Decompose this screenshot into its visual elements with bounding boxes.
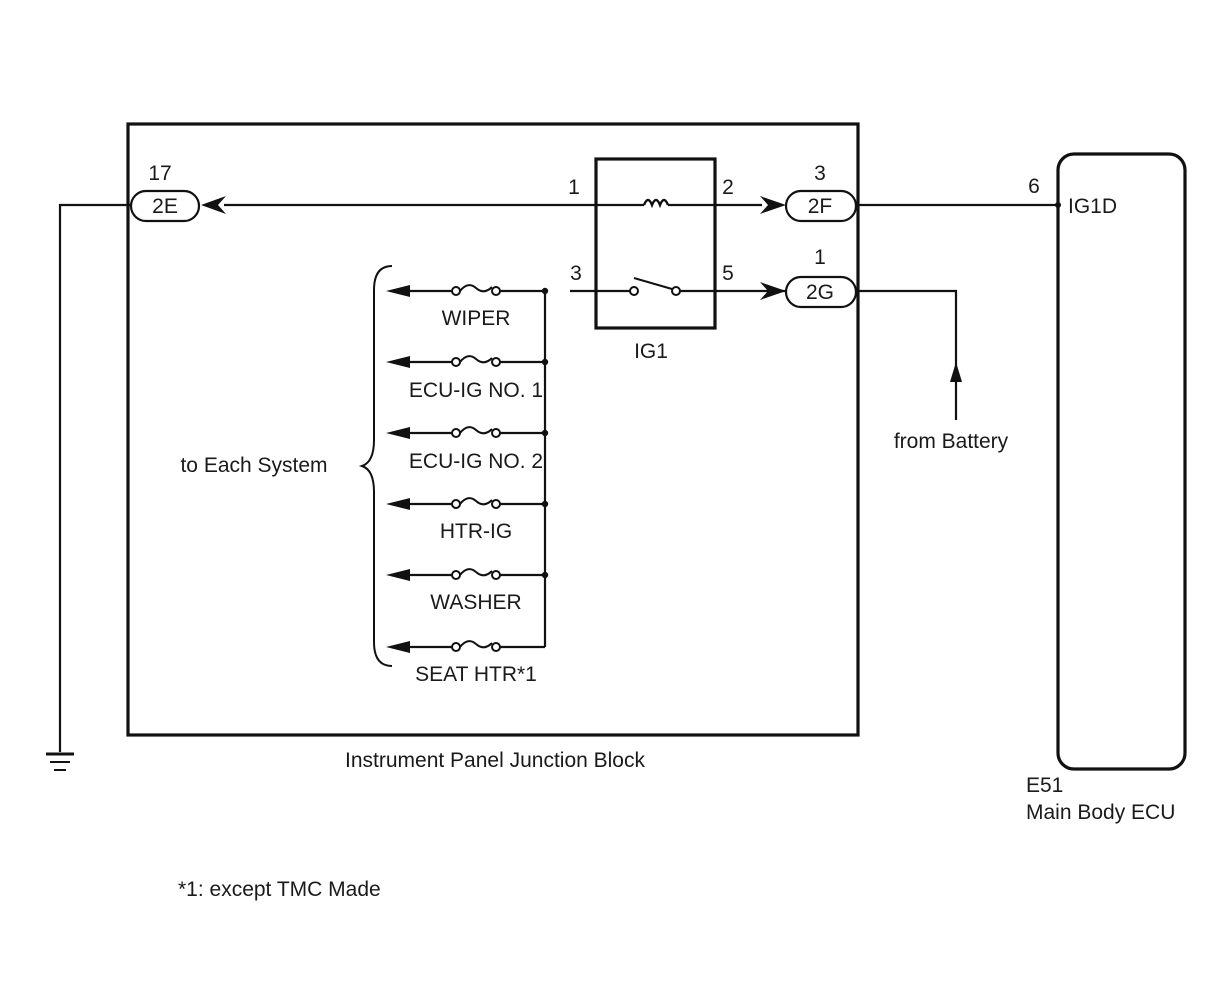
fuse-icon <box>459 426 493 435</box>
connector-2f: 2F 3 <box>760 162 858 223</box>
connector-2g-arrow-icon <box>760 282 786 300</box>
arrow-left-icon <box>386 427 410 439</box>
arrow-left-icon <box>386 498 410 510</box>
junction-dot <box>541 287 549 295</box>
connector-2f-arrow-icon <box>760 196 786 214</box>
relay-name: IG1 <box>634 340 668 363</box>
footnote: *1: except TMC Made <box>178 878 381 901</box>
relay-pin-2: 2 <box>722 176 734 199</box>
fuse-label: ECU-IG NO. 2 <box>409 450 543 473</box>
arrow-left-icon <box>386 356 410 368</box>
connector-2g-label: 2G <box>806 281 834 304</box>
fuse-icon <box>459 640 493 649</box>
relay-pin-1: 1 <box>568 176 580 199</box>
connector-2e-pin: 17 <box>148 162 171 185</box>
junction-dot <box>541 429 549 437</box>
fuse-icon <box>459 568 493 577</box>
fuse-row: SEAT HTR*1 <box>386 640 545 686</box>
battery-wire <box>858 289 958 420</box>
ground-icon <box>46 752 74 771</box>
fuse-row: ECU-IG NO. 1 <box>386 355 549 402</box>
ecu-code: E51 <box>1026 774 1063 797</box>
fuse-row: HTR-IG <box>386 497 549 543</box>
relay-pin-3: 3 <box>570 262 582 285</box>
brace-icon <box>358 265 393 667</box>
fuse-label: WASHER <box>430 591 521 614</box>
junction-dot <box>541 500 549 508</box>
ig1-relay: IG1 1 2 3 5 <box>568 157 785 363</box>
battery-label: from Battery <box>894 430 1009 453</box>
junction-block-outline <box>126 122 860 737</box>
main-body-ecu-box <box>1056 152 1187 771</box>
connector-2f-label: 2F <box>808 195 833 218</box>
fuse-icon <box>459 355 493 364</box>
connector-2e-label: 2E <box>152 195 178 218</box>
fuse-label: SEAT HTR*1 <box>415 663 537 686</box>
junction-block-label: Instrument Panel Junction Block <box>345 749 645 772</box>
junction-dot <box>541 571 549 579</box>
arrow-left-icon <box>386 641 410 653</box>
relay-pin-5: 5 <box>722 262 734 285</box>
ground-wire <box>58 203 131 752</box>
fuse-row: WIPER <box>386 284 549 330</box>
connector-2g: 2G 1 <box>760 246 858 309</box>
arrow-left-icon <box>386 569 410 581</box>
junction-dot <box>541 358 549 366</box>
fuse-label: WIPER <box>442 307 511 330</box>
fuse-label: HTR-IG <box>440 520 512 543</box>
ecu-name: Main Body ECU <box>1026 801 1175 824</box>
connector-2e-arrow-icon <box>201 196 226 214</box>
ecu-terminal-name: IG1D <box>1068 195 1117 218</box>
connector-2f-pin: 3 <box>814 162 826 185</box>
relay-switch-icon <box>629 277 681 296</box>
connector-2e: 2E 17 <box>129 162 226 223</box>
fuse-icon <box>459 284 493 293</box>
connector-2g-pin: 1 <box>814 246 826 269</box>
fuse-icon <box>459 497 493 506</box>
relay-coil-icon <box>642 198 670 209</box>
battery-arrow-icon <box>950 362 962 382</box>
fuse-row: WASHER <box>386 568 549 614</box>
fuse-group-label: to Each System <box>180 454 327 477</box>
ecu-terminal-pin: 6 <box>1028 175 1040 198</box>
arrow-left-icon <box>386 285 410 297</box>
fuse-row: ECU-IG NO. 2 <box>386 426 549 473</box>
fuse-label: ECU-IG NO. 1 <box>409 379 543 402</box>
